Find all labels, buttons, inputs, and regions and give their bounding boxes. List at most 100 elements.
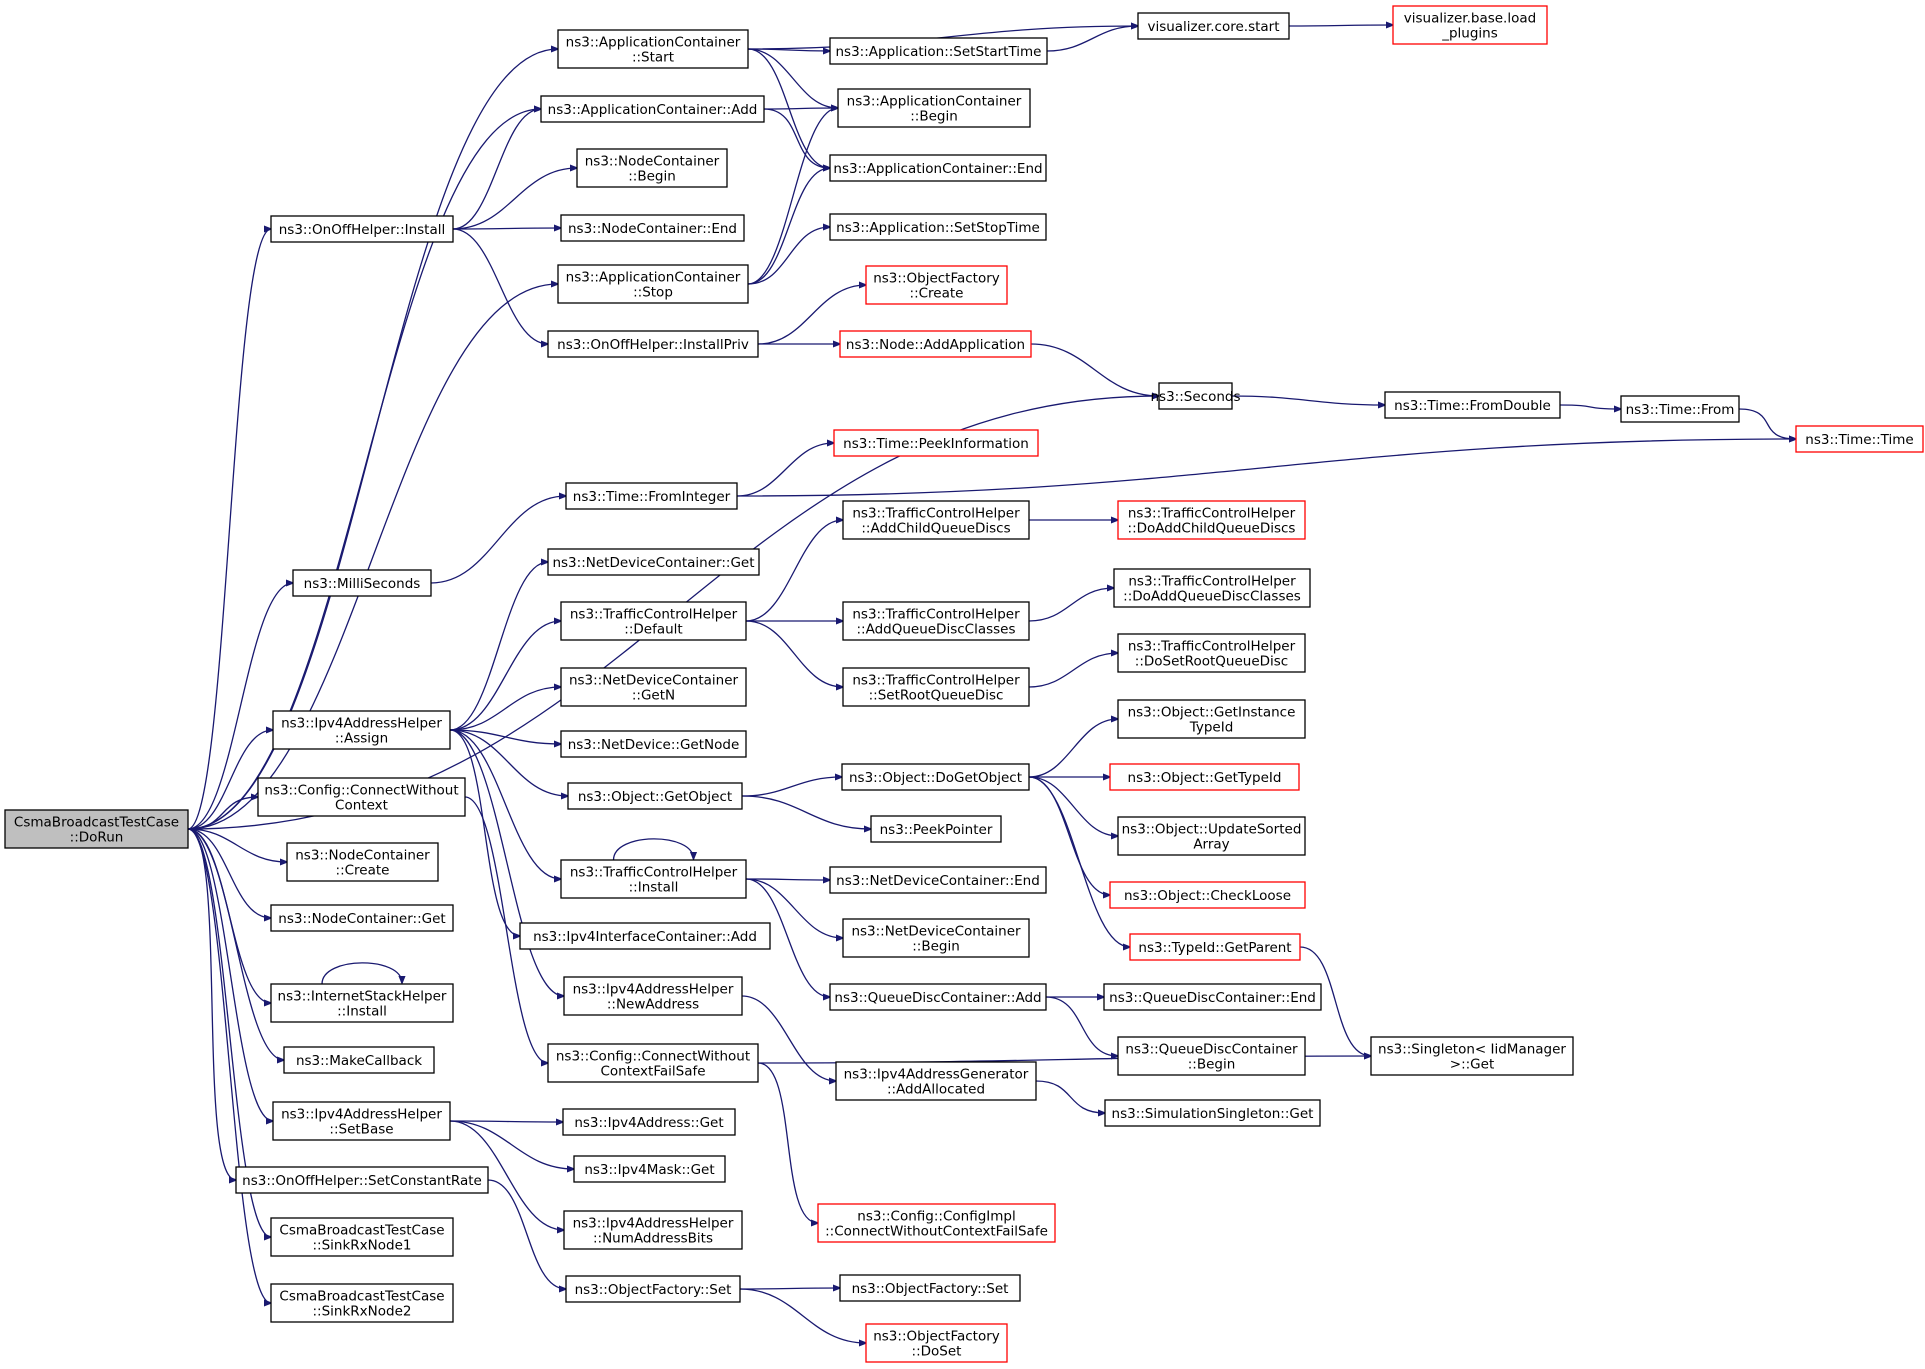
node-ofdoset[interactable]: ns3::ObjectFactory::DoSet xyxy=(865,1323,1008,1363)
node-box xyxy=(1113,568,1311,608)
node-ipv4addrget[interactable]: ns3::Ipv4Address::Get xyxy=(562,1108,736,1136)
node-label-line: ns3::ApplicationContainer::Add xyxy=(548,102,758,118)
node-label-line: ns3::Time::PeekInformation xyxy=(843,436,1029,452)
node-setconstrate[interactable]: ns3::OnOffHelper::SetConstantRate xyxy=(235,1166,489,1194)
edge-ipv4assign-to-ndcgetn xyxy=(449,687,561,731)
node-fromdouble[interactable]: ns3::Time::FromDouble xyxy=(1384,391,1561,419)
edge-timefrom-to-timetime xyxy=(1738,408,1796,439)
node-timetime[interactable]: ns3::Time::Time xyxy=(1795,425,1924,453)
node-label-line: CsmaBroadcastTestCase xyxy=(14,815,179,831)
node-ndgetnode[interactable]: ns3::NetDevice::GetNode xyxy=(560,730,747,758)
node-doaddchild[interactable]: ns3::TrafficControlHelper::DoAddChildQue… xyxy=(1117,500,1306,540)
node-checkloose[interactable]: ns3::Object::CheckLoose xyxy=(1109,881,1306,909)
node-fromint[interactable]: ns3::Time::FromInteger xyxy=(565,482,738,510)
node-dosetroot[interactable]: ns3::TrafficControlHelper::DoSetRootQueu… xyxy=(1117,633,1306,673)
node-configimpl[interactable]: ns3::Config::ConfigImpl::ConnectWithoutC… xyxy=(817,1203,1056,1243)
node-getobject[interactable]: ns3::Object::GetObject xyxy=(567,782,743,810)
node-label-line: ::Install xyxy=(629,880,679,896)
node-box xyxy=(1795,425,1924,453)
node-instpriv[interactable]: ns3::OnOffHelper::InstallPriv xyxy=(547,330,759,358)
edge-dorun-to-ipv4assign xyxy=(187,730,273,830)
node-addchild[interactable]: ns3::TrafficControlHelper::AddChildQueue… xyxy=(842,500,1030,540)
node-box xyxy=(839,330,1032,358)
edge-addclasses-to-doaddclasses xyxy=(1028,588,1114,622)
node-iicadd[interactable]: ns3::Ipv4InterfaceContainer::Add xyxy=(519,922,771,950)
node-qdcend[interactable]: ns3::QueueDiscContainer::End xyxy=(1103,983,1322,1011)
node-setstop[interactable]: ns3::Application::SetStopTime xyxy=(829,213,1047,241)
node-tchinstall[interactable]: ns3::TrafficControlHelper::Install xyxy=(560,859,747,899)
node-ipv4maskget[interactable]: ns3::Ipv4Mask::Get xyxy=(573,1155,726,1183)
node-millis[interactable]: ns3::MilliSeconds xyxy=(292,569,432,597)
node-sink1[interactable]: CsmaBroadcastTestCase::SinkRxNode1 xyxy=(270,1217,454,1257)
node-label-line: ::GetN xyxy=(632,688,675,704)
node-setbase[interactable]: ns3::Ipv4AddressHelper::SetBase xyxy=(272,1101,451,1141)
node-connwithoutfs[interactable]: ns3::Config::ConnectWithoutContextFailSa… xyxy=(547,1043,759,1083)
node-peekptr[interactable]: ns3::PeekPointer xyxy=(870,815,1002,843)
node-qdcadd[interactable]: ns3::QueueDiscContainer::Add xyxy=(829,983,1047,1011)
node-box xyxy=(1620,395,1740,423)
node-label-line: ns3::TrafficControlHelper xyxy=(1128,639,1296,655)
node-append[interactable]: ns3::ApplicationContainer::End xyxy=(829,154,1047,182)
node-label-line: ns3::NodeContainer::Get xyxy=(278,911,445,927)
node-label-line: ::Assign xyxy=(335,731,388,747)
node-simsingleton[interactable]: ns3::SimulationSingleton::Get xyxy=(1104,1099,1321,1127)
node-ndcget[interactable]: ns3::NetDeviceContainer::Get xyxy=(547,548,760,576)
node-timefrom[interactable]: ns3::Time::From xyxy=(1620,395,1740,423)
node-ndcgetn[interactable]: ns3::NetDeviceContainer::GetN xyxy=(560,667,747,707)
node-ncbegin[interactable]: ns3::NodeContainer::Begin xyxy=(576,148,728,188)
node-doaddclasses[interactable]: ns3::TrafficControlHelper::DoAddQueueDis… xyxy=(1113,568,1311,608)
node-ipv4assign[interactable]: ns3::Ipv4AddressHelper::Assign xyxy=(272,710,451,750)
node-appbegin[interactable]: ns3::ApplicationContainer::Begin xyxy=(837,88,1031,128)
node-ofset2[interactable]: ns3::ObjectFactory::Set xyxy=(839,1274,1021,1302)
edge-seconds-to-fromdouble xyxy=(1231,395,1385,405)
node-addclasses[interactable]: ns3::TrafficControlHelper::AddQueueDiscC… xyxy=(842,601,1030,641)
node-ndcend[interactable]: ns3::NetDeviceContainer::End xyxy=(829,866,1047,894)
node-viscore[interactable]: visualizer.core.start xyxy=(1137,12,1290,40)
node-makecb[interactable]: ns3::MakeCallback xyxy=(283,1046,435,1074)
node-connwithout[interactable]: ns3::Config::ConnectWithoutContext xyxy=(257,777,466,817)
node-label-line: ContextFailSafe xyxy=(600,1064,705,1080)
node-appstart[interactable]: ns3::ApplicationContainer::Start xyxy=(557,29,749,69)
node-box xyxy=(560,214,745,242)
edge-connwithoutfs-to-configimpl xyxy=(757,1062,818,1223)
node-nccreate[interactable]: ns3::NodeContainer::Create xyxy=(286,842,439,882)
node-tidgetparent[interactable]: ns3::TypeId::GetParent xyxy=(1129,933,1301,961)
node-ndcbegin[interactable]: ns3::NetDeviceContainer::Begin xyxy=(842,918,1030,958)
node-peekinfo[interactable]: ns3::Time::PeekInformation xyxy=(833,429,1039,457)
node-ofcreate[interactable]: ns3::ObjectFactory::Create xyxy=(865,265,1008,305)
node-visbase[interactable]: visualizer.base.load_plugins xyxy=(1392,5,1548,45)
node-addapp[interactable]: ns3::Node::AddApplication xyxy=(839,330,1032,358)
node-ncget[interactable]: ns3::NodeContainer::Get xyxy=(270,904,454,932)
node-box xyxy=(557,264,749,304)
node-label-line: ns3::ObjectFactory::Set xyxy=(852,1281,1009,1297)
node-numaddrbits[interactable]: ns3::Ipv4AddressHelper::NumAddressBits xyxy=(563,1210,743,1250)
node-dorun[interactable]: CsmaBroadcastTestCase::DoRun xyxy=(4,809,189,849)
node-seconds[interactable]: ns3::Seconds xyxy=(1151,382,1241,410)
node-tchdefault[interactable]: ns3::TrafficControlHelper::Default xyxy=(560,601,747,641)
node-gettypeid[interactable]: ns3::Object::GetTypeId xyxy=(1109,763,1300,791)
node-sink2[interactable]: CsmaBroadcastTestCase::SinkRxNode2 xyxy=(270,1283,454,1323)
node-newaddr[interactable]: ns3::Ipv4AddressHelper::NewAddress xyxy=(563,976,743,1016)
node-singleton[interactable]: ns3::Singleton< IidManager >::Get xyxy=(1370,1036,1574,1076)
node-dogetobject[interactable]: ns3::Object::DoGetObject xyxy=(841,763,1030,791)
node-setstart[interactable]: ns3::Application::SetStartTime xyxy=(829,37,1048,65)
node-appstop[interactable]: ns3::ApplicationContainer::Stop xyxy=(557,264,749,304)
node-onoffinst[interactable]: ns3::OnOffHelper::Install xyxy=(270,215,454,243)
edge-dorun-to-connwithout xyxy=(187,797,258,830)
edge-ipv4assign-to-newaddr xyxy=(449,729,564,996)
node-ofset[interactable]: ns3::ObjectFactory::Set xyxy=(565,1275,741,1303)
node-box xyxy=(560,601,747,641)
node-label-line: ns3::Object::GetInstance xyxy=(1128,705,1296,721)
node-ishinstall[interactable]: ns3::InternetStackHelper::Install xyxy=(270,983,454,1023)
node-ncend[interactable]: ns3::NodeContainer::End xyxy=(560,214,745,242)
node-qdcbegin[interactable]: ns3::QueueDiscContainer::Begin xyxy=(1117,1036,1306,1076)
node-appadd[interactable]: ns3::ApplicationContainer::Add xyxy=(540,95,765,123)
node-setroot[interactable]: ns3::TrafficControlHelper::SetRootQueueD… xyxy=(842,667,1030,707)
node-box xyxy=(547,548,760,576)
node-addalloc[interactable]: ns3::Ipv4AddressGenerator::AddAllocated xyxy=(835,1061,1037,1101)
node-label-line: ::Create xyxy=(910,286,964,302)
node-box xyxy=(829,37,1048,65)
node-box xyxy=(829,213,1047,241)
